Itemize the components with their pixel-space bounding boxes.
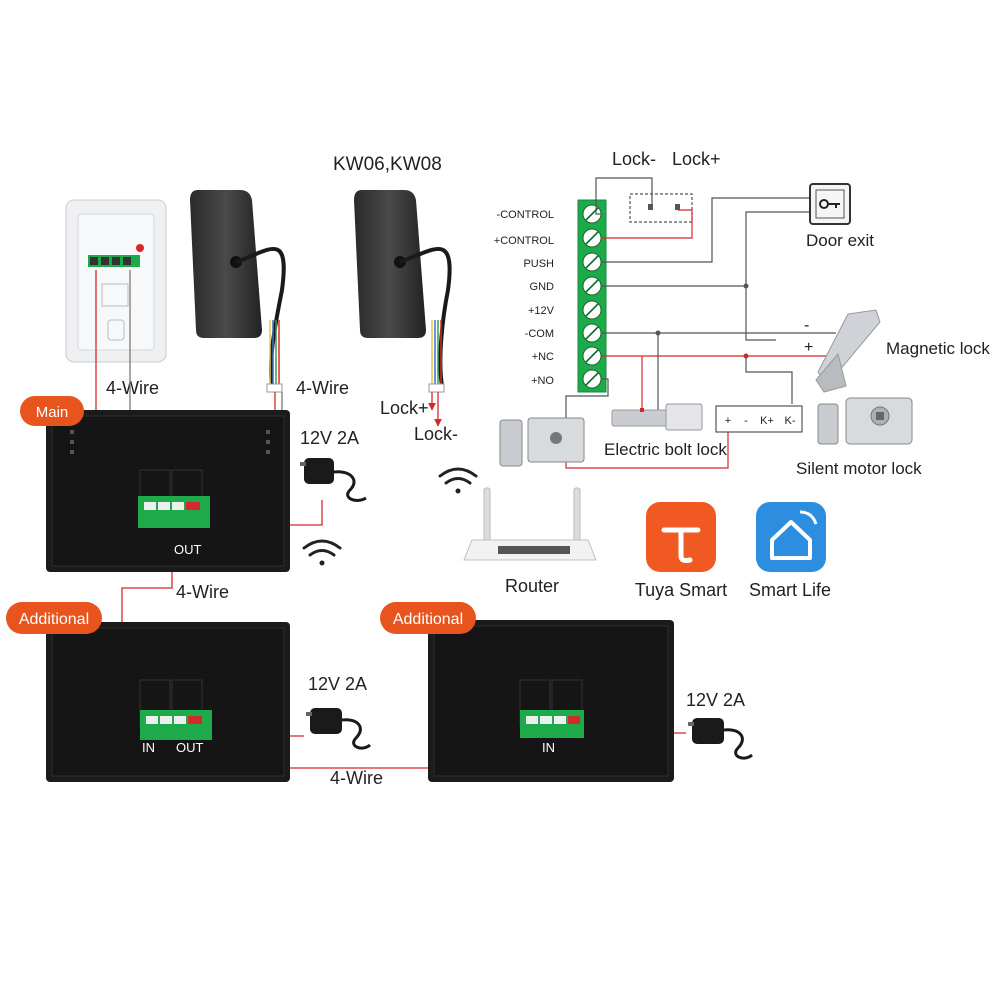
magnetic-lock-icon xyxy=(815,309,881,393)
electric-bolt-lock-icon xyxy=(611,403,703,431)
svg-text:-: - xyxy=(744,415,748,427)
outdoor-camera-1 xyxy=(190,190,286,393)
main-badge: Main xyxy=(20,396,84,426)
magnetic-lock-label: Magnetic lock xyxy=(886,339,990,358)
svg-text:K-: K- xyxy=(785,415,796,427)
magnetic-minus-label: - xyxy=(804,317,809,334)
electric-bolt-label: Electric bolt lock xyxy=(604,440,727,459)
outdoor-unit-backplate xyxy=(65,199,167,363)
silent-motor-lock-icon xyxy=(817,397,913,445)
additional-badge-1: Additional xyxy=(6,602,102,634)
svg-text:+12V: +12V xyxy=(528,305,555,317)
link-wire-label-2: 4-Wire xyxy=(330,768,383,788)
door-exit-label: Door exit xyxy=(806,231,874,250)
smartlife-house-icon xyxy=(756,502,826,572)
wifi-icon xyxy=(438,467,478,494)
power-adapter-additional-1 xyxy=(306,708,371,750)
main-monitor xyxy=(46,410,290,572)
svg-text:+NC: +NC xyxy=(532,351,554,363)
power-adapter-additional-2 xyxy=(688,718,753,760)
outdoor-model-label: KW06,KW08 xyxy=(333,154,442,175)
svg-text:Additional: Additional xyxy=(19,611,89,628)
door-exit-button-icon xyxy=(809,183,851,225)
power-label-main: 12V 2A xyxy=(300,428,359,448)
lock-top-plus-label: Lock+ xyxy=(672,149,721,169)
svg-text:Additional: Additional xyxy=(393,611,463,628)
wifi-icon xyxy=(302,539,342,566)
lock-controller: + - K+ K- xyxy=(715,405,803,433)
svg-text:+CONTROL: +CONTROL xyxy=(494,235,554,247)
link-wire-label-1: 4-Wire xyxy=(176,582,229,602)
svg-text:+: + xyxy=(725,415,731,427)
additional-2-in-label: IN xyxy=(542,740,555,755)
svg-text:GND: GND xyxy=(530,281,555,293)
svg-text:+NO: +NO xyxy=(531,375,554,387)
additional-monitor-2 xyxy=(428,620,674,782)
lock-plus-label: Lock+ xyxy=(380,398,429,418)
power-adapter-main xyxy=(300,458,367,502)
magnetic-plus-label: + xyxy=(804,339,813,356)
power-label-additional-1: 12V 2A xyxy=(308,674,367,694)
svg-text:PUSH: PUSH xyxy=(523,258,554,270)
additional-1-in-label: IN xyxy=(142,740,155,755)
svg-text:Main: Main xyxy=(36,404,69,421)
svg-text:-CONTROL: -CONTROL xyxy=(497,209,554,221)
tuya-app-icon xyxy=(646,502,716,572)
svg-text:K+: K+ xyxy=(760,415,774,427)
smartlife-app-label: Smart Life xyxy=(749,580,831,600)
additional-1-out-label: OUT xyxy=(176,740,204,755)
lock-minus-label: Lock- xyxy=(414,424,458,444)
tuya-app-label: Tuya Smart xyxy=(635,580,727,600)
router-icon xyxy=(463,487,597,561)
rim-lock-icon xyxy=(499,417,585,467)
terminal-block xyxy=(577,199,607,393)
lock-top-minus-label: Lock- xyxy=(612,149,656,169)
svg-text:-COM: -COM xyxy=(525,328,554,340)
router-label: Router xyxy=(505,576,559,596)
silent-motor-label: Silent motor lock xyxy=(796,459,922,478)
power-label-additional-2: 12V 2A xyxy=(686,690,745,710)
outdoor-right-wire-label: 4-Wire xyxy=(296,378,349,398)
outdoor-left-wire-label: 4-Wire xyxy=(106,378,159,398)
outdoor-camera-2 xyxy=(354,190,452,393)
terminal-labels: -CONTROL +CONTROL PUSH GND +12V -COM +NC… xyxy=(494,209,555,387)
additional-badge-2: Additional xyxy=(380,602,476,634)
main-out-label: OUT xyxy=(174,542,202,557)
additional-monitor-1 xyxy=(46,622,290,782)
